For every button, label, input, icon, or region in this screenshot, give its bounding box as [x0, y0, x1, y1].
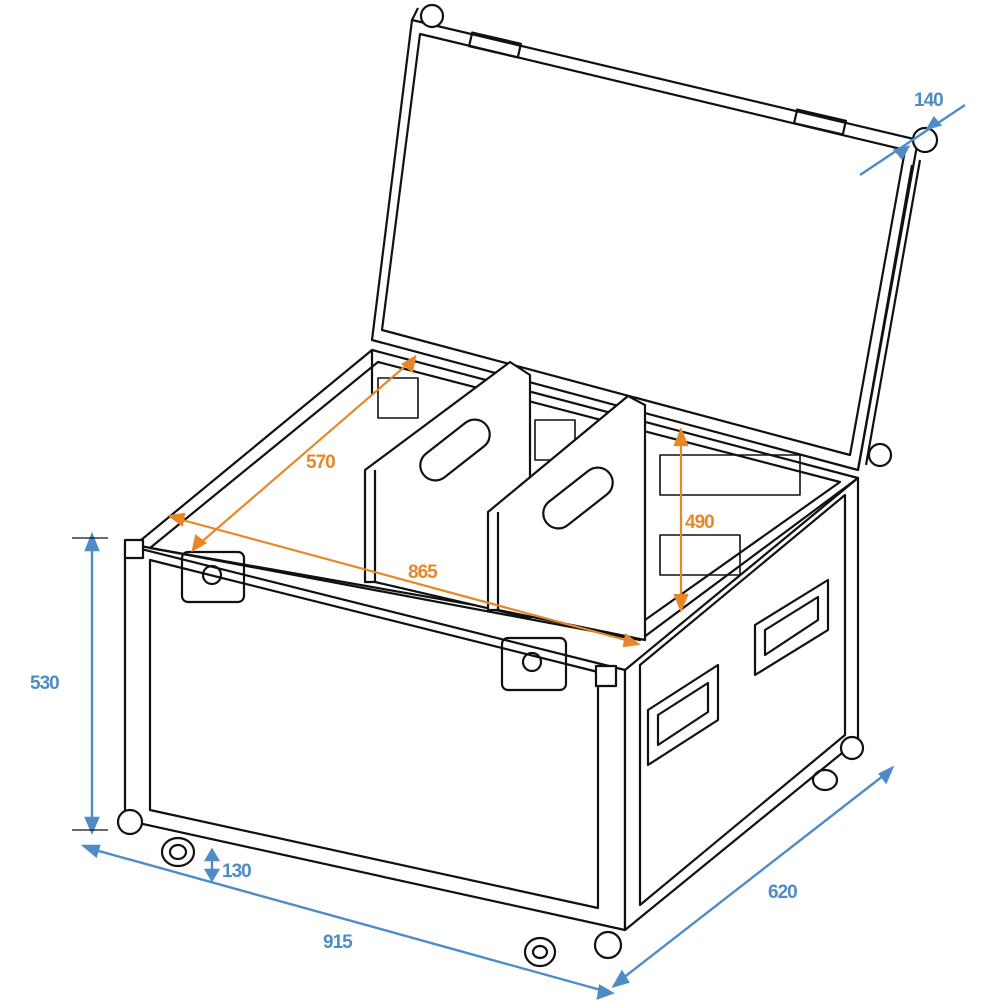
wheel-height-label: 130	[222, 861, 252, 882]
butterfly-latch-right	[500, 636, 568, 692]
inner-length-label: 865	[408, 562, 438, 583]
lid-corner-top-left	[419, 3, 445, 29]
inner-height-label: 490	[685, 512, 715, 533]
outer-length-label: 915	[323, 932, 353, 953]
corner-front-left	[116, 808, 144, 836]
divider-right	[486, 394, 647, 642]
lid-corner-bottom-right	[867, 442, 893, 468]
side-handle-rear	[753, 578, 830, 677]
corner-front-right	[593, 930, 623, 960]
castor-wheels	[160, 768, 839, 968]
outer-height-label: 530	[30, 673, 60, 694]
corner-rear-right	[839, 735, 865, 761]
outer-depth-label: 620	[768, 882, 798, 903]
butterfly-latch-left	[180, 550, 246, 604]
inner-depth-label: 570	[306, 452, 336, 473]
lid-height-label: 140	[914, 90, 944, 111]
side-handle-front	[646, 663, 720, 767]
